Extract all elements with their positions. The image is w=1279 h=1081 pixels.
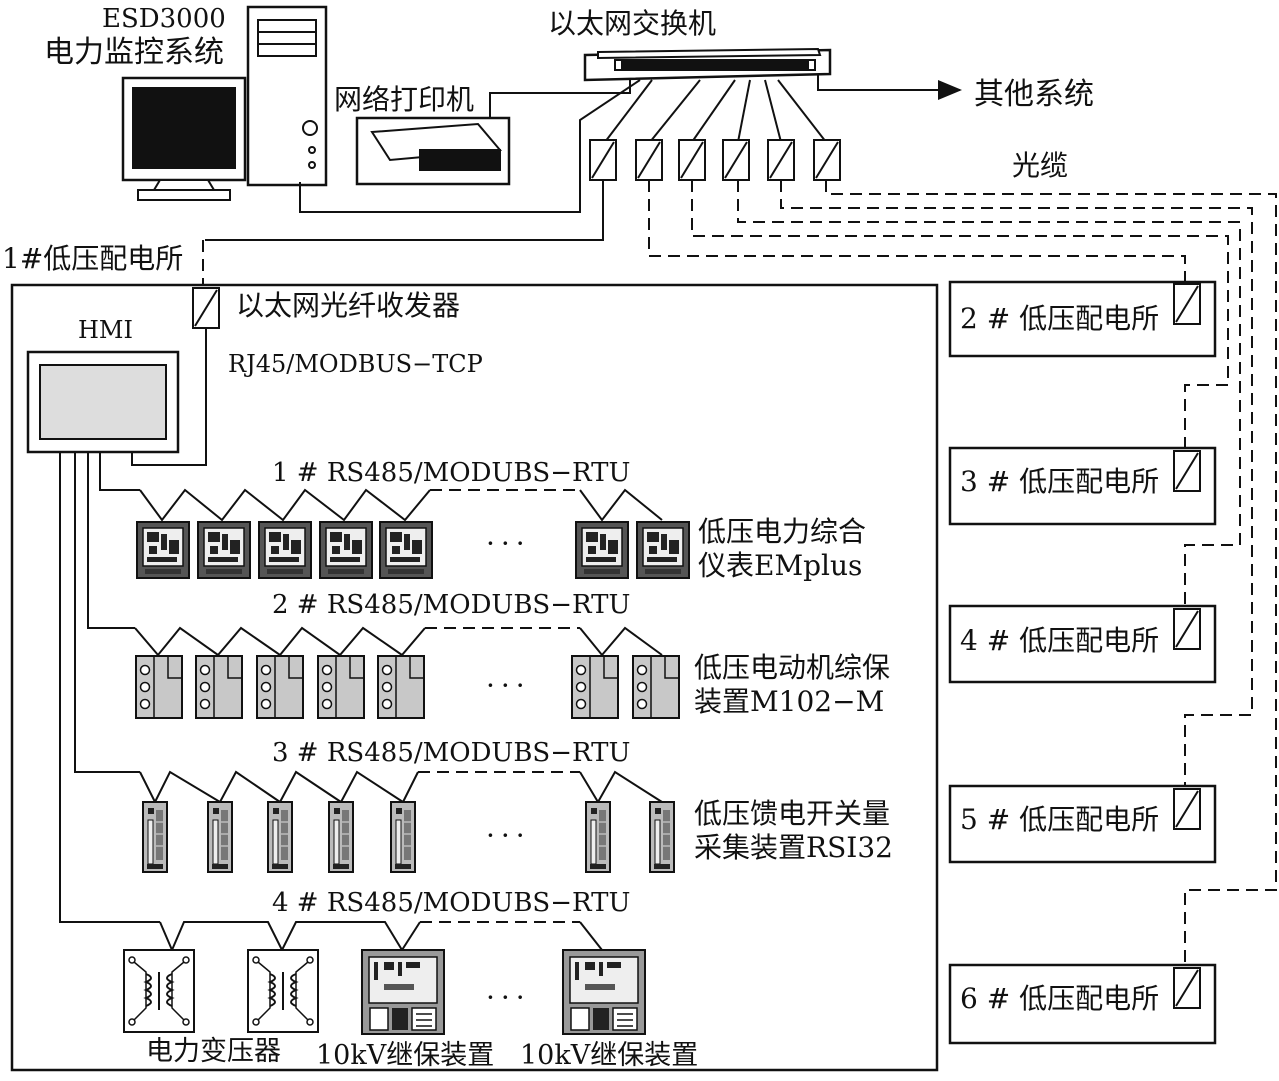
bus-4-label: 4 # RS485/MODUBS−RTU <box>272 888 631 918</box>
bus-3-device-label-2: 采集装置RSI32 <box>694 831 893 864</box>
bus-3-device-label-1: 低压馈电开关量 <box>694 797 891 830</box>
printer-icon <box>355 116 511 186</box>
substation-transceivers <box>1173 283 1201 1009</box>
system-title-line1: ESD3000 <box>102 4 226 34</box>
bus-4-ellipsis: ··· <box>486 981 531 1014</box>
bus-4-devices <box>123 949 646 1035</box>
monitor-icon <box>121 76 247 201</box>
bus-2-wiring <box>134 626 663 657</box>
bus-1-wiring <box>139 488 663 522</box>
bus-2-ellipsis: ··· <box>486 669 531 702</box>
substation-6-label: 6 # 低压配电所 <box>960 982 1160 1015</box>
fiber-cable-label: 光缆 <box>1012 149 1069 182</box>
bus-1-device-label-2: 仪表EMplus <box>698 549 863 582</box>
substation-1-title: 1#低压配电所 <box>2 242 184 275</box>
substation-2-label: 2 # 低压配电所 <box>960 302 1160 335</box>
ethernet-switch-icon <box>583 47 832 82</box>
bus-3-label: 3 # RS485/MODUBS−RTU <box>272 738 631 768</box>
box-transceiver-icon <box>192 287 220 329</box>
transceiver-label: 以太网光纤收发器 <box>236 289 461 322</box>
bus-3-ellipsis: ··· <box>486 819 531 852</box>
system-title-line2: 电力监控系统 <box>44 35 224 70</box>
bus-1-devices <box>136 521 690 579</box>
hmi-label: HMI <box>78 316 133 344</box>
bus-1-label: 1 # RS485/MODUBS−RTU <box>272 458 631 488</box>
transformer-label: 电力变压器 <box>146 1036 281 1067</box>
substation-boxes <box>948 280 1217 1045</box>
substation-3-label: 3 # 低压配电所 <box>960 465 1160 498</box>
bus-2-label: 2 # RS485/MODUBS−RTU <box>272 590 631 620</box>
hmi-icon <box>26 350 180 454</box>
other-systems-label: 其他系统 <box>974 77 1094 112</box>
bus-3-devices <box>142 801 675 873</box>
bus-1-ellipsis: ··· <box>486 527 531 560</box>
bus-1-device-label-1: 低压电力综合 <box>698 515 867 548</box>
bus-3-wiring <box>139 770 663 805</box>
bus-4-wiring <box>159 921 603 953</box>
media-converter-row <box>589 139 841 181</box>
bus-2-device-label-2: 装置M102−M <box>694 685 885 718</box>
bus-2-device-label-1: 低压电动机综保 <box>694 651 891 684</box>
bus-2-devices <box>135 655 680 719</box>
computer-tower-icon <box>246 5 328 187</box>
printer-label: 网络打印机 <box>334 83 475 116</box>
relay-label-a: 10kV继保装置 <box>316 1040 495 1071</box>
relay-label-b: 10kV继保装置 <box>520 1040 699 1071</box>
substation-4-label: 4 # 低压配电所 <box>960 624 1160 657</box>
switch-label: 以太网交换机 <box>548 7 717 40</box>
protocol-label: RJ45/MODBUS−TCP <box>228 350 483 378</box>
substation-1-box <box>10 283 939 1072</box>
substation-5-label: 5 # 低压配电所 <box>960 803 1160 836</box>
